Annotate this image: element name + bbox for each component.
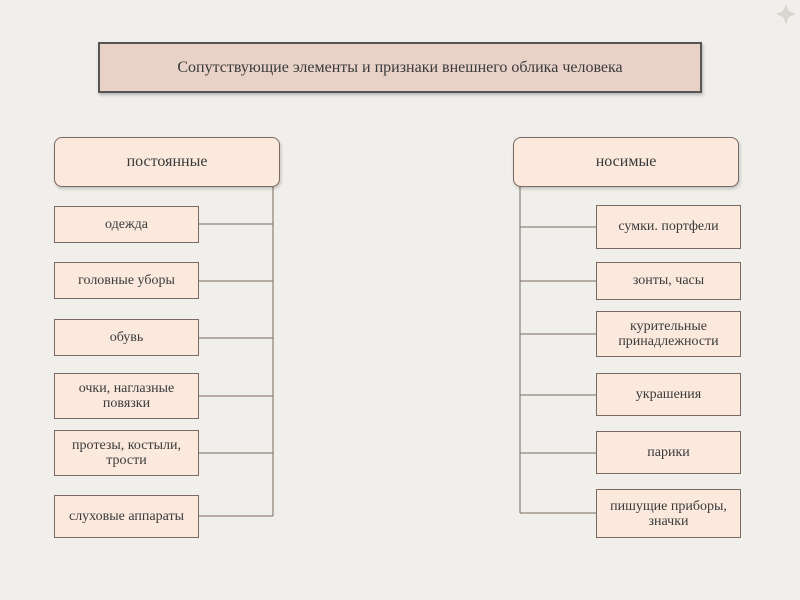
- left-item-headwear: головные уборы: [54, 262, 199, 299]
- right-item-umbrellas: зонты, часы: [596, 262, 741, 300]
- header-wearable: носимые: [513, 137, 739, 187]
- header-permanent: постоянные: [54, 137, 280, 187]
- right-item-writing: пишущие приборы, значки: [596, 489, 741, 538]
- right-item-bags: сумки. портфели: [596, 205, 741, 249]
- diagram-title: Сопутствующие элементы и признаки внешне…: [98, 42, 702, 93]
- left-item-clothing: одежда: [54, 206, 199, 243]
- right-item-smoking: курительные принадлежности: [596, 311, 741, 357]
- corner-ornament-icon: [776, 4, 796, 24]
- left-item-prostheses: протезы, костыли, трости: [54, 430, 199, 476]
- right-item-wigs: парики: [596, 431, 741, 474]
- left-item-glasses: очки, наглазные повязки: [54, 373, 199, 419]
- left-item-hearing-aids: слуховые аппараты: [54, 495, 199, 538]
- left-item-footwear: обувь: [54, 319, 199, 356]
- right-item-jewelry: украшения: [596, 373, 741, 416]
